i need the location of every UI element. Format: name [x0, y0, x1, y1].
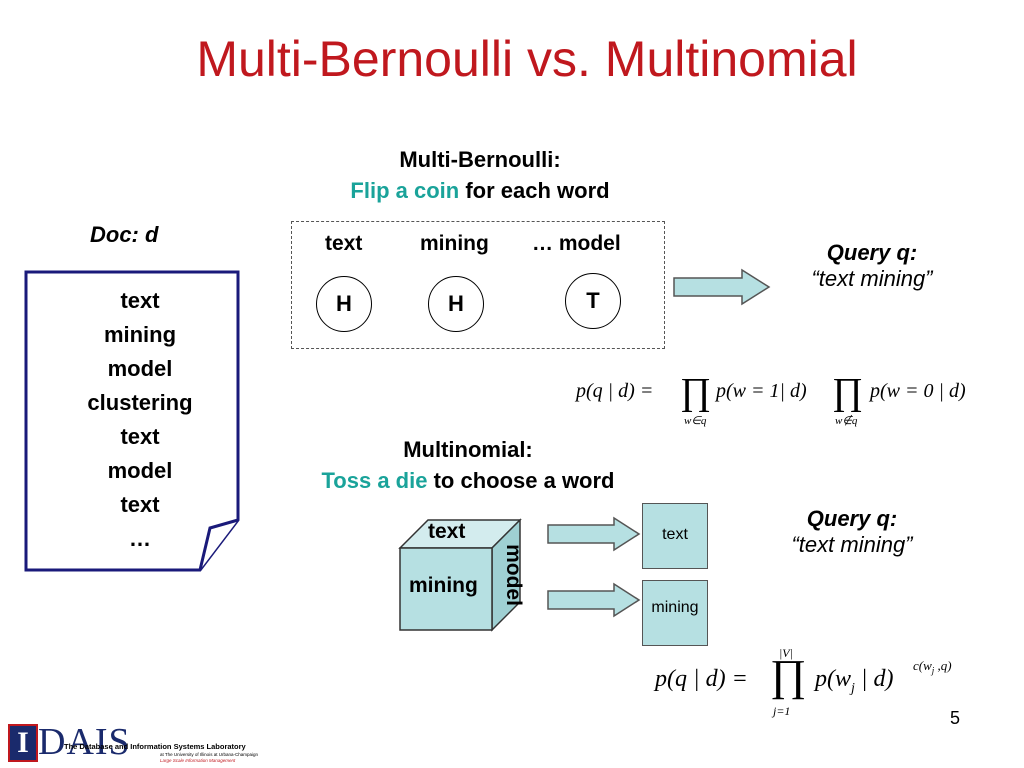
output-word-box: text [642, 503, 708, 569]
multinomial-formula-exponent: c(wj ,q) [913, 658, 952, 676]
product-symbol: ∏ [832, 371, 864, 413]
bernoulli-query-block: Query q: “text mining” [772, 240, 972, 292]
bernoulli-method-rest: for each word [459, 178, 610, 203]
die-face-side: model [502, 544, 525, 606]
document-words: text mining model clustering text model … [40, 284, 240, 556]
logo-i-block-icon: I [8, 724, 38, 762]
bernoulli-query-value: “text mining” [811, 266, 933, 291]
doc-word: mining [103, 322, 177, 347]
multinomial-query-value: “text mining” [791, 532, 913, 557]
die-face-top: text [428, 520, 466, 543]
coin-label-model: … model [532, 232, 621, 255]
bernoulli-method: Flip a coin for each word [270, 175, 690, 206]
bernoulli-arrow-icon [673, 268, 771, 306]
lab-sub2: Large Scale Information Management [160, 758, 236, 763]
die-cube-icon [398, 518, 522, 632]
bernoulli-formula-term2: p(w = 0 | d) [870, 380, 966, 402]
doc-word: text [120, 492, 160, 517]
bernoulli-heading-block: Multi-Bernoulli: Flip a coin for each wo… [270, 144, 690, 206]
multinomial-heading: Multinomial: [403, 437, 533, 462]
coin-label-text: text [325, 232, 363, 255]
multinomial-formula-prod-sup: |V| [779, 646, 793, 660]
multinomial-formula: p(q | d) = |V| ∏ j=1 p(wj | d) c(wj ,q) [655, 644, 975, 720]
multinomial-query-label: Query q: [806, 506, 898, 531]
dais-logo: I DAIS The Database and Information Syst… [8, 721, 270, 764]
multinomial-formula-lhs: p(q | d) = [655, 666, 748, 692]
doc-word: … [129, 526, 151, 551]
doc-word: text [120, 288, 160, 313]
multinomial-formula-term: p(wj | d) [815, 666, 893, 697]
term-sub: j [851, 680, 855, 696]
term-p: p(w [815, 666, 851, 692]
coin-outcome-heads: H [428, 276, 484, 332]
bernoulli-formula-prod2-sub: w∉q [835, 415, 858, 427]
product-symbol: ∏ [770, 651, 807, 700]
bernoulli-heading: Multi-Bernoulli: [399, 147, 561, 172]
doc-word: model [107, 356, 173, 381]
multinomial-method-highlight: Toss a die [321, 468, 428, 493]
multinomial-heading-block: Multinomial: Toss a die to choose a word [258, 434, 678, 496]
bernoulli-method-highlight: Flip a coin [350, 178, 460, 203]
bernoulli-formula-prod1-sub: w∈q [684, 415, 707, 427]
coin-flip-box [291, 221, 665, 349]
coin-outcome-tails: T [565, 273, 621, 329]
exp-c: c(w [913, 658, 932, 673]
doc-word: text [120, 424, 160, 449]
logo-letters: DAIS [38, 721, 131, 763]
doc-word: clustering [87, 390, 193, 415]
doc-label: Doc: d [90, 222, 159, 247]
coin-outcome-heads: H [316, 276, 372, 332]
term-end: | d) [854, 666, 894, 692]
bernoulli-formula-term1: p(w = 1| d) [716, 380, 807, 402]
multinomial-formula-prod-sub: j=1 [773, 704, 791, 718]
slide-title: Multi-Bernoulli vs. Multinomial [196, 31, 858, 87]
page-number: 5 [950, 708, 961, 728]
bernoulli-query-label: Query q: [826, 240, 918, 265]
die-arrow-text-icon [547, 516, 641, 552]
doc-word: model [107, 458, 173, 483]
lab-sub1: at The University of Illinois at Urbana-… [160, 752, 258, 757]
coin-label-mining: mining [420, 232, 489, 255]
document-shape [24, 270, 240, 572]
exp-end: ,q) [934, 658, 952, 673]
lab-name: The Database and Information Systems Lab… [64, 742, 246, 751]
multinomial-method-rest: to choose a word [427, 468, 615, 493]
product-symbol: ∏ [680, 371, 712, 413]
die-arrow-mining-icon [547, 582, 641, 618]
bernoulli-formula: p(q | d) = ∏ w∈q p(w = 1| d) ∏ w∉q p(w =… [576, 371, 996, 427]
multinomial-method: Toss a die to choose a word [258, 465, 678, 496]
output-word-box: mining [642, 580, 708, 646]
multinomial-query-block: Query q: “text mining” [752, 506, 952, 558]
die-face-front: mining [409, 574, 478, 597]
bernoulli-formula-lhs: p(q | d) = [576, 380, 654, 402]
exp-sub: j [931, 665, 935, 676]
